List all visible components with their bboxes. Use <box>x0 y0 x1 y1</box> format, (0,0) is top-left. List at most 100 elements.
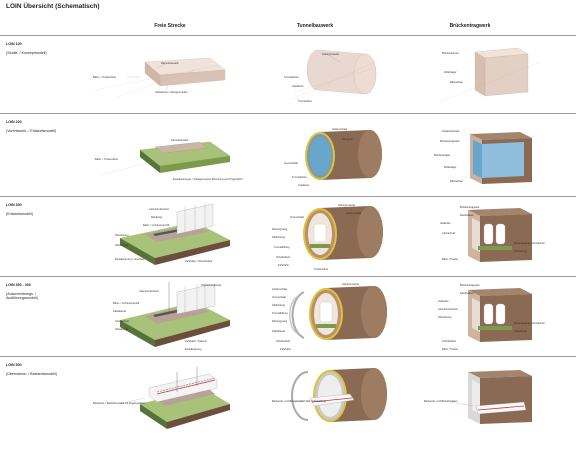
label-bestandsdaten-tunnel: Bestands- und Betriebsdaten aus Unterhal… <box>272 399 326 403</box>
row-divider <box>0 276 576 277</box>
label-rettungswege: Rettungswege mit Nischen <box>514 321 545 325</box>
diagram-loin200-bruecke: Außenbauwerk Brückentragwerk Brückenträg… <box>420 120 560 195</box>
label-rettungsweg: Rettungsweg <box>272 227 288 231</box>
page-title: LOIN Übersicht (Schematisch) <box>6 3 100 10</box>
label-schotterbett: Schotterbett <box>442 339 456 343</box>
label-entwaesserung: Entwässerung <box>185 347 202 351</box>
label-oberleitung: Oberleitung <box>115 233 129 237</box>
label-fahrbahn: Fahrbahn <box>278 263 290 267</box>
label-tunnelachse: Tunnelachse <box>292 175 307 179</box>
label-bestandsdaten-bruecke: Bestands- und Betriebsdaten <box>424 399 458 403</box>
label-schotterbett: Schotterbett <box>115 319 129 323</box>
label-entwaesserung: Entwässerung / Unterbau <box>115 257 145 261</box>
label-fahrbahn: Fahrbahn <box>280 347 292 351</box>
label-randbalken: Randbalken <box>460 213 474 217</box>
label-lichtraumprofil: Bahn- / Lichtraumprofil <box>143 223 170 227</box>
label-brueckentraeger: Brückenträger <box>434 153 450 157</box>
label-widerlager: Widerlager <box>444 70 457 74</box>
row-label-description: (Vorentwurfs- / Entwurfsmodell) <box>6 128 57 133</box>
label-kabelkanal: Kabelkanal <box>113 309 126 313</box>
row-label-description: (Studie- / Konzeptmodell) <box>6 50 47 55</box>
label-aussenbauwerk: Außenbauwerk <box>442 129 460 133</box>
label-laermschutzwand: Lärmschutzwand <box>139 289 159 293</box>
label-rettungsweg: Rettungsweg <box>272 319 288 323</box>
label-innenschale: Innenschale <box>290 215 305 219</box>
diagram-loin300-bruecke: Brückentragwerk Randbalken Geländer Lärm… <box>420 200 560 275</box>
label-randweg: Randweg <box>151 215 163 219</box>
label-schotterbett: Schotterbett <box>276 339 290 343</box>
label-laermschutzwand: Lärmschutzwand <box>149 207 169 211</box>
row-divider <box>0 196 576 197</box>
label-gelaender: Geländer <box>438 299 449 303</box>
diagram-loin400-bruecke: Brückentragwerk Randbalken Geländer Lärm… <box>420 280 560 355</box>
row-label-description: (Übernahme- / Bestandsmodell) <box>6 371 57 376</box>
diagram-loin100-tunnel: Gebirgsmantel Tunnelachse Gradiente Tunn… <box>270 40 400 110</box>
row-label-loin500: LOIN 500 (Übernahme- / Bestandsmodell) <box>6 359 58 380</box>
label-gradiente: Gradiente <box>292 84 304 88</box>
label-randbalken: Randbalken <box>460 291 474 295</box>
row-label-level: LOIN 200 <box>6 120 22 125</box>
label-aussenschale: Außenschale <box>272 287 288 291</box>
label-bahnlinie: Bahn- / Trassenlinie <box>95 157 118 161</box>
label-oberleitungsmast: Oberleitungsmast <box>201 283 222 287</box>
label-oberleitung: Oberleitung <box>438 315 452 319</box>
label-entwaesserung: Entwässerungs- / Gleisgeometrie Böschung… <box>173 177 243 181</box>
label-bestandsmodell: Bestands- / Betriebsmodell mit Zugangsda… <box>93 401 146 405</box>
diagram-loin100-bruecke: Brückenkörper Widerlager Bahnachse <box>420 40 560 110</box>
label-tunnelachse: Tunnelachse <box>284 75 299 79</box>
row-divider <box>0 356 576 357</box>
label-gebirgsmantel: Gebirgsmantel <box>338 203 355 207</box>
diagram-loin100-freie-strecke: Dammbauwerk Bahn- / Trassenlinie Gleisac… <box>85 40 235 110</box>
diagram-loin300-tunnel: Gebirgsmantel Außenschale Innenschale Re… <box>270 200 400 275</box>
row-label-level: LOIN 300 <box>6 203 22 208</box>
diagram-loin200-freie-strecke: Dammbauwerk Bahn- / Trassenlinie Entwäss… <box>85 120 243 195</box>
label-brueckentragwerk: Brückentragwerk <box>460 283 480 287</box>
label-bahn-trasse: Bahn / Trasse <box>442 257 459 261</box>
label-brueckenkoerper: Brückenkörper <box>442 51 459 55</box>
diagram-loin400-freie-strecke: Oberleitungsmast Lärmschutzwand Bahn- / … <box>85 280 235 355</box>
label-kabelkanal: Kabelkanal <box>272 329 285 333</box>
row-divider <box>0 113 576 114</box>
column-header-brueckentragwerk: Brückentragwerk <box>449 23 491 29</box>
label-brueckentragwerk: Brückentragwerk <box>440 139 460 143</box>
diagram-loin500-freie-strecke: Bestands- / Betriebsmodell mit Zugangsda… <box>85 362 235 437</box>
row-label-level: LOIN 500 <box>6 363 22 368</box>
label-fahrbahn: Fahrbahn / Schotterbett <box>185 259 213 263</box>
label-abdichtung: Abdichtung <box>272 235 286 239</box>
row-label-description: (Ausschreibungs- / Ausführungsmodell) <box>6 291 38 301</box>
label-gleisachse: Gleisachse / Gleisgeometrie <box>155 90 188 94</box>
label-gebirgsmantel: Gebirgsmantel <box>322 52 339 56</box>
row-label-level: LOIN 350 - 400 <box>6 283 31 288</box>
label-rettungswege: Rettungswege mit Nischen <box>514 241 545 245</box>
label-schotterbett: Schotterbett <box>276 255 290 259</box>
label-bahnachse: Bahnachse <box>450 179 464 183</box>
label-tunnellueftung: Tunnellüftung <box>272 311 288 315</box>
label-bahnlinie: Bahn- / Trassenlinie <box>93 75 116 79</box>
label-tunnelroehre: Tunnelröhre <box>298 99 312 103</box>
diagram-loin300-freie-strecke: Lärmschutzwand Randweg Bahn- / Lichtraum… <box>85 200 235 275</box>
label-bahnachse: Bahnachse <box>450 80 464 84</box>
label-gleiskoerper: Gleiskörper <box>115 243 128 247</box>
label-trassenlinie: Trassenlinie <box>314 267 328 271</box>
label-gelaender: Geländer <box>440 221 451 225</box>
label-dammbauwerk: Dammbauwerk <box>161 61 179 65</box>
label-bahn-trasse: Bahn / Trasse <box>442 347 459 351</box>
label-fahrleitung: Fahrleitung <box>514 249 528 253</box>
label-abdichtung: Abdichtung <box>272 303 286 307</box>
label-innenschale: Innenschale <box>284 161 299 165</box>
label-gradiente: Gradiente <box>298 183 310 187</box>
label-aussenschale: Außenschale <box>346 211 362 215</box>
label-innenschale: Innenschale <box>272 295 287 299</box>
label-kabelkanal: Kabelkanal <box>514 329 527 333</box>
label-dammbauwerk: Dammbauwerk <box>171 138 189 142</box>
label-widerlager: Widerlager <box>444 165 457 169</box>
label-lichtraumprofil: Bahn- / Lichtraumprofil <box>113 301 140 305</box>
column-header-tunnelbauwerk: Tunnelbauwerk <box>296 23 334 29</box>
label-aussenschale: Außenschale <box>332 127 348 131</box>
diagram-loin200-tunnel: Außenschale Ringspalt Innenschale Tunnel… <box>270 120 400 195</box>
diagram-loin500-tunnel: Bestands- und Betriebsdaten aus Unterhal… <box>270 362 400 437</box>
row-label-loin300: LOIN 300 (Entwurfsmodell) <box>6 199 58 220</box>
label-laermschutz: Lärmschutz <box>442 231 456 235</box>
label-laermschutzwand: Lärmschutzwand <box>438 307 458 311</box>
label-brueckentragwerk: Brückentragwerk <box>460 205 480 209</box>
